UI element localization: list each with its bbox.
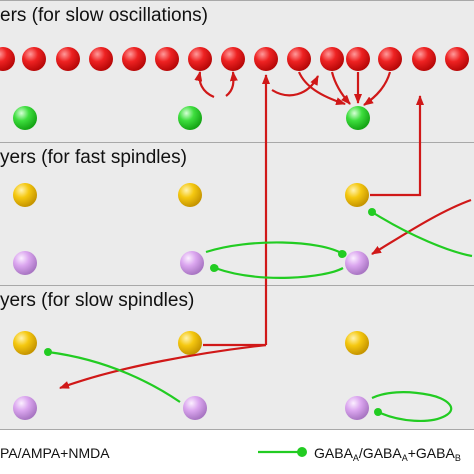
fast-spindle-re-neuron <box>13 251 37 275</box>
cortical-neuron <box>22 47 46 71</box>
excitatory-arrow <box>59 343 267 390</box>
slow-spindle-tc-neuron <box>178 331 202 355</box>
cortical-neuron <box>346 47 370 71</box>
cortical-neuron <box>188 47 212 71</box>
cortical-neuron <box>155 47 179 71</box>
excitatory-arrow <box>271 75 319 97</box>
legend-inhibitory-subscript: A <box>352 453 359 463</box>
legend-inhibitory-part: /GABA <box>358 445 402 461</box>
fast-spindle-heading: yers (for fast spindles) <box>0 147 187 168</box>
cortical-neuron <box>0 47 15 71</box>
fast-spindle-re-neuron <box>180 251 204 275</box>
cortical-neuron <box>287 47 311 71</box>
legend-inhibitory-label: GABAA/GABAA+GABAB <box>314 444 461 467</box>
cortical-neuron <box>445 47 469 71</box>
cortical-neuron <box>122 47 146 71</box>
cortical-neuron <box>56 47 80 71</box>
fast-spindle-tc-neuron <box>13 183 37 207</box>
legend-inhibitory-subscript: A <box>401 453 408 463</box>
slow-spindle-heading: yers (for slow spindles) <box>0 290 195 311</box>
excitatory-arrow <box>194 71 215 99</box>
excitatory-arrow <box>363 71 392 106</box>
excitatory-arrow <box>297 71 346 106</box>
cortical-neuron <box>254 47 278 71</box>
slow-spindle-re-neuron <box>345 396 369 420</box>
cortical-interneuron <box>178 106 202 130</box>
excitatory-arrow <box>370 95 424 197</box>
inhibitory-connection <box>371 211 473 258</box>
excitatory-arrow <box>225 71 238 97</box>
cortical-neuron <box>412 47 436 71</box>
fast-spindle-panel <box>0 142 474 287</box>
inhibitory-terminal <box>210 264 218 272</box>
cortical-neuron <box>221 47 245 71</box>
inhibitory-connection <box>205 241 347 258</box>
fast-spindle-tc-neuron <box>178 183 202 207</box>
legend-inhibitory-subscript: B <box>454 453 461 463</box>
slow-oscillation-heading: ers (for slow oscillations) <box>0 5 208 26</box>
cortical-interneuron <box>13 106 37 130</box>
inhibitory-terminal <box>368 208 376 216</box>
cortical-interneuron <box>346 106 370 130</box>
inhibitory-connection <box>371 391 453 423</box>
cortical-neuron <box>378 47 402 71</box>
cortical-neuron-row <box>0 47 469 71</box>
slow-spindle-re-neuron <box>13 396 37 420</box>
inhibitory-terminal <box>44 348 52 356</box>
legend-inhibitory-part: GABA <box>314 445 353 461</box>
inhibitory-terminal <box>374 408 382 416</box>
cortical-neuron <box>89 47 113 71</box>
slow-spindle-tc-neuron <box>13 331 37 355</box>
legend-excitatory-label: PA/AMPA+NMDA <box>0 445 110 461</box>
excitatory-arrow <box>330 71 351 105</box>
legend-inhibitory-part: +GABA <box>407 445 455 461</box>
inhibitory-terminal <box>338 250 346 258</box>
cortical-neuron <box>320 47 344 71</box>
inhibitory-connection <box>47 350 181 403</box>
fast-spindle-tc-neuron <box>345 183 369 207</box>
fast-spindle-re-neuron <box>345 251 369 275</box>
excitatory-arrow <box>371 198 472 255</box>
inhibitory-connection <box>211 264 344 279</box>
slow-spindle-re-neuron <box>183 396 207 420</box>
slow-spindle-tc-neuron <box>345 331 369 355</box>
legend-inhibitory-dot <box>297 447 307 457</box>
